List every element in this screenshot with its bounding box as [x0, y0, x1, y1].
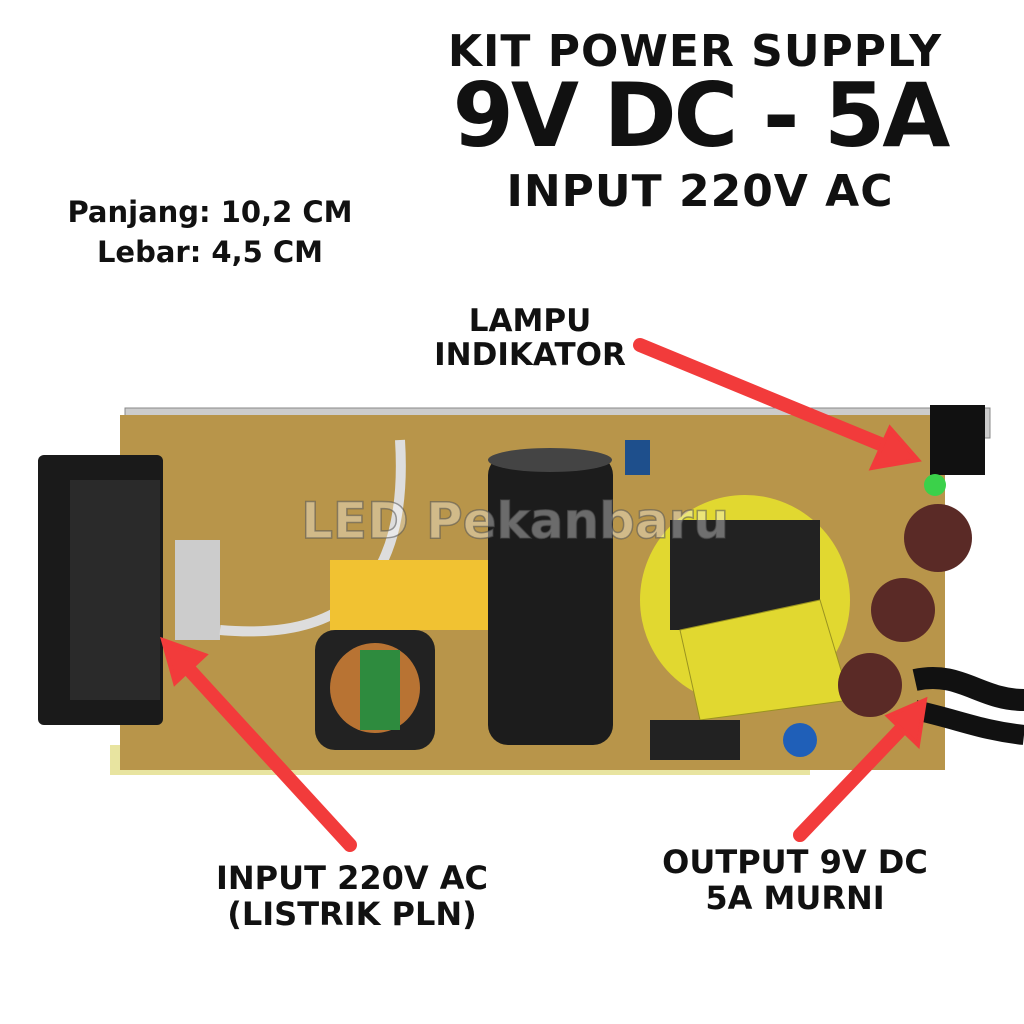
main-capacitor: [488, 455, 613, 745]
output-callout-2: 5A MURNI: [705, 879, 885, 917]
title-line-1: KIT POWER SUPPLY: [447, 26, 943, 77]
output-callout-1: OUTPUT 9V DC: [662, 843, 928, 881]
watermark: LED Pekanbaru: [300, 491, 729, 551]
length-label: Panjang: 10,2 CM: [67, 195, 353, 229]
indicator-led: [924, 474, 946, 496]
arrow-input: [178, 658, 357, 852]
title-line-2: 9V DC - 5A: [452, 64, 951, 167]
indicator-callout-2: INDIKATOR: [434, 337, 626, 373]
width-label: Lebar: 4,5 CM: [96, 235, 324, 269]
title-line-3: INPUT 220V AC: [506, 166, 894, 217]
arrow-indicator: [633, 338, 897, 455]
indicator-callout-1: LAMPU: [468, 303, 592, 339]
output-capacitor: [904, 504, 972, 572]
input-callout-1: INPUT 220V AC: [215, 859, 489, 897]
input-callout-2: (LISTRIK PLN): [227, 895, 477, 933]
output-cable: [912, 667, 1024, 711]
arrow-output: [793, 718, 912, 842]
